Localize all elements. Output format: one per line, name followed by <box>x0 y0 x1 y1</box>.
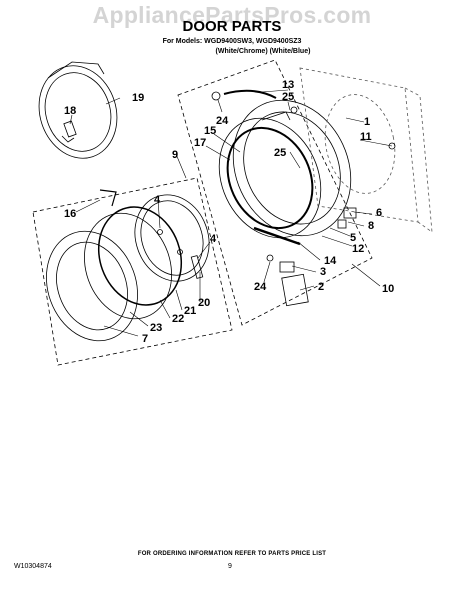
callout-2: 2 <box>318 281 324 293</box>
callout-15: 15 <box>204 125 216 137</box>
models-line-1: For Models: WGD9400SW3, WGD9400SZ3 <box>162 38 302 45</box>
callout-7: 7 <box>142 333 148 345</box>
callout-14: 14 <box>324 255 337 267</box>
callout-19: 19 <box>132 92 144 104</box>
callout-12: 12 <box>352 243 364 255</box>
callout-25-top: 25 <box>282 91 294 103</box>
outer-door-assembly <box>46 189 210 342</box>
hinge-part-18 <box>63 120 77 138</box>
latch-hardware <box>337 142 396 229</box>
group-box-10 <box>177 59 373 326</box>
callout-20: 20 <box>198 297 210 309</box>
callout-13: 13 <box>282 79 294 91</box>
ordering-note: FOR ORDERING INFORMATION REFER TO PARTS … <box>137 551 327 557</box>
watermark: AppliancePartsPros.com <box>92 2 372 28</box>
inner-door-ring-part-19 <box>38 61 118 159</box>
door-frame-assembly <box>211 89 352 239</box>
callout-8: 8 <box>368 220 374 232</box>
callout-23: 23 <box>150 322 162 334</box>
callout-24-top: 24 <box>216 115 229 127</box>
callout-4-left: 4 <box>154 194 161 206</box>
callout-17: 17 <box>194 137 206 149</box>
callout-3: 3 <box>320 266 326 278</box>
callout-10: 10 <box>382 283 394 295</box>
hinge-assembly <box>253 226 309 307</box>
page-title: DOOR PARTS <box>182 18 282 35</box>
callout-21: 21 <box>184 305 196 317</box>
callout-11: 11 <box>360 131 372 143</box>
callout-5: 5 <box>350 232 356 244</box>
models-line-2: (White/Chrome) (White/Blue) <box>215 48 311 55</box>
callout-9: 9 <box>172 149 178 161</box>
leader-lines <box>69 89 393 337</box>
group-box-9 <box>32 177 233 366</box>
callout-1: 1 <box>364 116 370 128</box>
callout-22: 22 <box>172 313 184 325</box>
callout-24-bottom: 24 <box>254 281 267 293</box>
model-list: For Models: WGD9400SW3, WGD9400SZ3 (Whit… <box>0 37 464 57</box>
callout-6: 6 <box>376 207 382 219</box>
callout-4-right: 4 <box>210 233 217 245</box>
callout-25-center: 25 <box>274 147 286 159</box>
callout-16: 16 <box>64 208 76 220</box>
cabinet-outline <box>299 67 433 233</box>
callout-18: 18 <box>64 105 76 117</box>
document-number: W10304874 <box>14 563 52 570</box>
page-number: 9 <box>228 563 232 570</box>
